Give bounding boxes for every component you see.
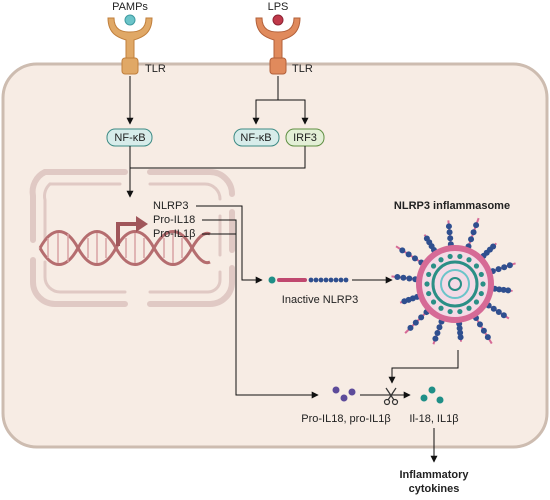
inflammasome-spoke-bead [399, 247, 406, 254]
inflammasome-spoke-bead [434, 329, 441, 336]
dna-helix [38, 230, 211, 266]
inflammasome-spoke-bead [457, 334, 464, 341]
inflammasome-spokes [391, 217, 516, 345]
inflammasome-spoke-bead [400, 274, 407, 281]
inflammasome-spoke-bead [468, 236, 475, 243]
inflammasome-spoke-bead [456, 325, 463, 332]
pro-il18-gene-label: Pro-IL18 [153, 214, 195, 226]
inflammasome-spoke-bead [406, 275, 413, 282]
lps-ligand [272, 14, 284, 26]
arrow-inflammasome-to-cleavage [388, 350, 459, 384]
inflammasome-ring-bead [478, 290, 484, 297]
pamps-ligand [124, 14, 136, 26]
inflammasome-ring-bead [438, 305, 444, 311]
inflammasome-spoke-bead [436, 324, 443, 331]
nfkb-right-label: NF-κB [240, 132, 271, 144]
inflammasome-spoke-bead [495, 266, 502, 273]
mature-cytokines-label: Il-18, IL1β [409, 413, 458, 425]
mature-cytokine-molecules [420, 386, 444, 404]
inflammasome-ring-bead [426, 290, 432, 297]
arrow-nlrp3-to-protein [196, 205, 263, 284]
inflammasome-spoke-bead [473, 222, 480, 229]
inflammasome-spoke-bead [411, 255, 418, 262]
inflammasome-spoke-bead [401, 298, 408, 305]
inflammasome-spoke-bead [412, 319, 419, 326]
pamps-label: PAMPs [112, 1, 148, 13]
inflammasome-ring-bead [426, 271, 432, 278]
inflammasome-spoke-bead [506, 262, 513, 269]
inflammasome-spoke-bead [484, 334, 491, 341]
tlr-receptor-pamps [107, 14, 153, 75]
inflammasome-spoke-bead [423, 235, 430, 242]
inflammasome-ring-bead [473, 299, 480, 305]
nlrp3-inflammasome-structure [391, 217, 516, 345]
tlr-receptor-lps [255, 14, 301, 75]
arrow-tlr-branch-right [252, 76, 279, 125]
nfkb-right-pill [233, 128, 280, 147]
inflammasome-ring-bead [480, 281, 486, 287]
dna-base-pairs [47, 233, 183, 263]
arrow-prodomains-to-cytokines [202, 219, 319, 399]
nlrp3-gene-label: NLRP3 [153, 200, 188, 212]
inactive-nlrp3-protein [268, 276, 349, 284]
inflammasome-spoke-bead [505, 287, 512, 294]
inflammasome-ring-bead [466, 257, 472, 263]
nucleus-envelope [29, 169, 235, 307]
inflammasome-ring-bead [466, 305, 472, 311]
inflammasome-ring-bead [457, 253, 463, 260]
nfkb-left-label: NF-κB [114, 132, 145, 144]
transcription-arrow [116, 222, 138, 246]
inflammasome-ring-bead [424, 281, 430, 287]
pro-cytokines-label: Pro-IL18, pro-IL1β [301, 413, 390, 425]
pro-il1b-gene-label: Pro-IL1β [153, 228, 195, 240]
inflammasome-spoke-bead [496, 286, 503, 293]
inflammasome-spoke-bead [495, 309, 502, 316]
inflammatory-cytokines-line1: Inflammatory [399, 469, 469, 481]
inflammasome-spoke-bead [447, 235, 454, 242]
inflammasome-spoke-bead [490, 305, 497, 312]
inflammasome-ring-bead [430, 299, 437, 305]
inflammasome-ring-bead [478, 271, 484, 278]
inflammasome-spoke-bead [394, 274, 401, 281]
inflammasome-ring-beads [424, 253, 486, 315]
inactive-nlrp3-label: Inactive NLRP3 [282, 294, 358, 306]
tlr-label-left: TLR [145, 63, 166, 75]
scissors-icon [383, 387, 399, 406]
inflammasome-spoke-bead [470, 229, 477, 236]
inflammasome-spoke-bead [432, 335, 439, 342]
arrow-tlr-to-irf3 [278, 99, 309, 125]
irf3-label: IRF3 [293, 132, 317, 144]
inflammasome-spoke-bead [405, 251, 412, 258]
inflammasome-ring-bead [473, 263, 480, 269]
tlr-label-right: TLR [292, 63, 313, 75]
inflammasome-ring-bead [430, 263, 437, 269]
inflammasome-spoke-bead [446, 229, 453, 236]
inflammatory-cytokines-line2: cytokines [409, 483, 460, 495]
inflammasome-spoke-bead [500, 286, 507, 293]
inflammasome-spoke-bead [407, 324, 414, 331]
inflammasome-spoke-bead [445, 223, 452, 230]
line-right-signals-merge [130, 146, 306, 169]
inflammasome-ring-bead [438, 257, 444, 263]
inflammasome-spoke-bead [501, 264, 508, 271]
inflammasome-title: NLRP3 inflammasome [394, 200, 510, 212]
inflammasome-spoke-bead [480, 327, 487, 334]
inflammasome-ring-bead [447, 253, 453, 260]
inflammasome-ring-bead [447, 308, 453, 315]
pro-cytokine-molecules [332, 386, 356, 402]
inflammasome-spoke-bead [490, 243, 497, 250]
transcription-arrowhead [136, 216, 148, 232]
inflammasome-spoke-bead [476, 321, 483, 328]
inflammasome-spoke-bead [500, 312, 507, 319]
inflammasome-ring-bead [457, 308, 463, 315]
inflammasome-spoke-bead [457, 329, 464, 336]
lps-label: LPS [268, 1, 289, 13]
inflammasome-spoke-bead [418, 314, 425, 321]
